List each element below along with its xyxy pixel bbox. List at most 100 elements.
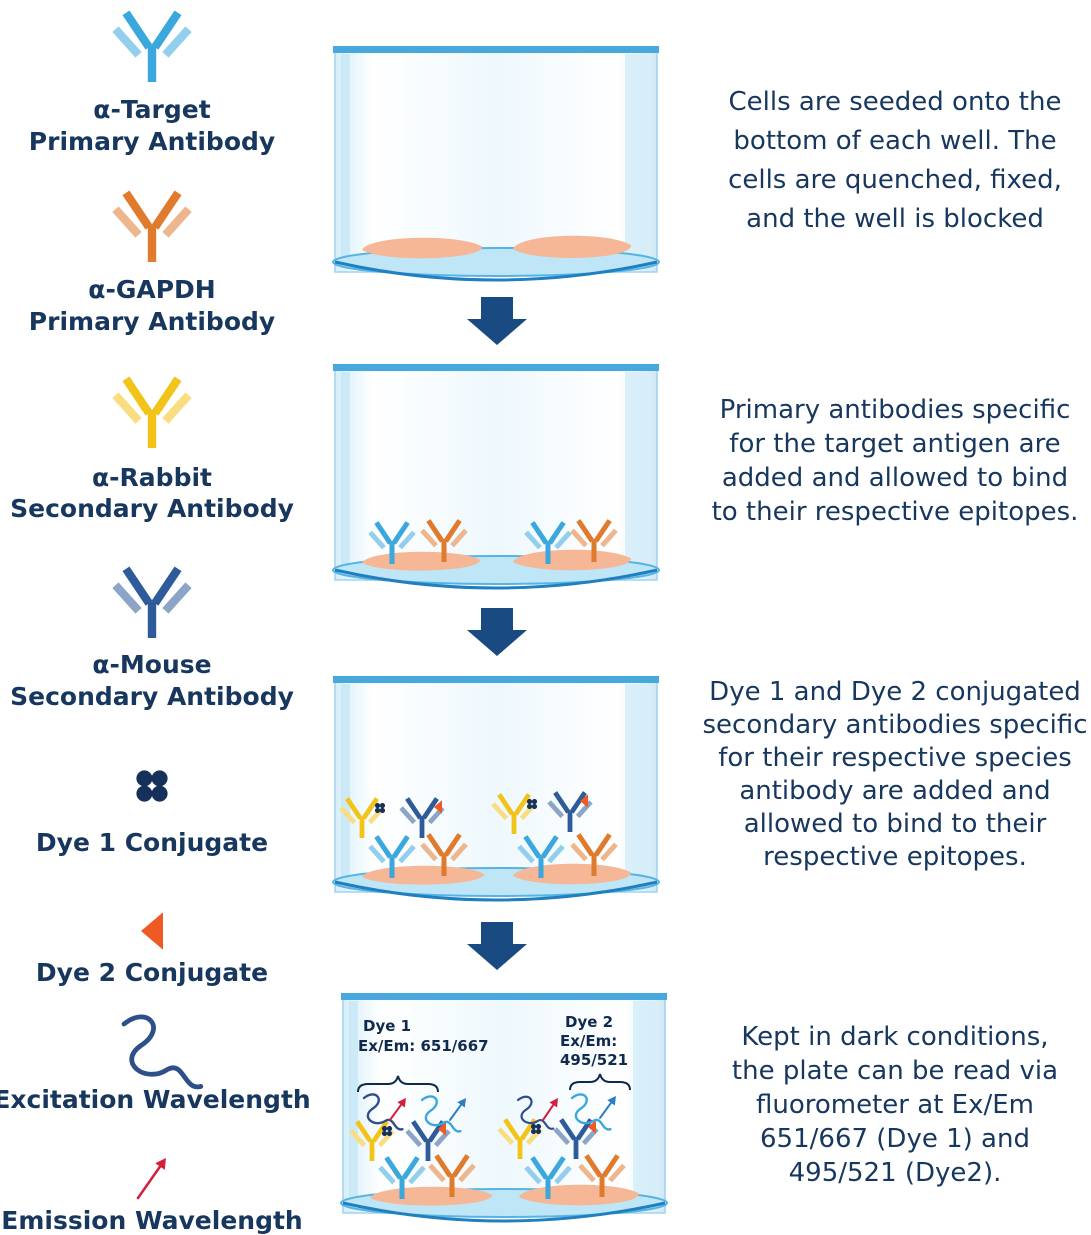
emission-arrow <box>449 1098 466 1121</box>
well-glass <box>334 49 658 273</box>
legend-rabbit-line1: α-Rabbit <box>92 463 212 492</box>
dye1-conjugate <box>381 1125 393 1137</box>
well-top-lip <box>333 364 659 371</box>
legend-dye2-label: Dye 2 Conjugate <box>36 958 268 987</box>
legend-item-gapdh: α-GAPDH Primary Antibody <box>29 190 275 336</box>
legend-mouse-line2: Secondary Antibody <box>10 682 294 711</box>
step-3-line-6: respective epitopes. <box>763 842 1027 872</box>
svg-text:Secondary Antibody: Secondary Antibody <box>10 494 294 523</box>
gapdh-antibody-bound <box>420 833 468 876</box>
svg-text:cells are quenched, fixed,: cells are quenched, fixed, <box>728 165 1062 195</box>
well-right-edge <box>625 684 647 886</box>
svg-text:495/521 (Dye2).: 495/521 (Dye2). <box>789 1158 1002 1188</box>
step-4-line-1: Kept in dark conditions, <box>741 1022 1048 1052</box>
target-antibody-bound <box>368 521 416 564</box>
svg-text:Primary Antibody: Primary Antibody <box>29 127 275 156</box>
gapdh-antibody-bound <box>570 833 618 876</box>
svg-text:α-Mouse: α-Mouse <box>92 650 211 679</box>
excitation-squiggle <box>362 1093 404 1131</box>
gapdh-antibody-bound <box>420 519 468 562</box>
flow-arrows <box>467 297 527 970</box>
antibody-dark-blue-icon <box>112 566 192 638</box>
svg-text:added and allowed to bind: added and allowed to bind <box>722 463 1068 493</box>
target-antibody-bound <box>517 835 565 878</box>
gapdh-antibody-bound <box>578 1154 626 1197</box>
emission-arrow <box>389 1098 406 1121</box>
step-3-line-5: allowed to bind to their <box>744 809 1047 839</box>
svg-text:antibody are added and: antibody are added and <box>739 776 1050 806</box>
legend-item-excitation: Excitation Wavelength <box>0 1014 311 1114</box>
step-3-line-2: secondary antibodies specific <box>702 710 1087 740</box>
svg-text:Dye 1: Dye 1 <box>363 1017 411 1035</box>
step-3-line-1: Dye 1 and Dye 2 conjugated <box>709 677 1081 707</box>
emission-arrow <box>542 1098 558 1121</box>
rabbit-antibody-shape <box>112 376 192 448</box>
step-4-text: Kept in dark conditions, the plate can b… <box>732 1022 1058 1188</box>
step-3-line-3: for their respective species <box>718 743 1072 773</box>
legend-emission-label: Emission Wavelength <box>1 1206 302 1235</box>
cell-left <box>362 237 483 259</box>
well-top-lip <box>341 993 667 1000</box>
step-1-line-1: Cells are seeded onto the <box>729 87 1062 117</box>
legend-gapdh-line1: α-GAPDH <box>88 275 215 304</box>
down-arrow-1 <box>467 297 527 345</box>
step-4-line-5: 495/521 (Dye2). <box>789 1158 1002 1188</box>
well-rim <box>334 568 658 590</box>
dye2-brace <box>569 1073 631 1091</box>
step-1-line-2: bottom of each well. The <box>733 126 1056 156</box>
well-step-1 <box>332 46 660 282</box>
legend-item-dye2: Dye 2 Conjugate <box>36 912 268 987</box>
well-dye2-title: Dye 2 <box>565 1013 613 1031</box>
svg-text:to their respective epitopes.: to their respective epitopes. <box>712 497 1079 527</box>
dye1-conjugate <box>374 802 386 814</box>
svg-text:bottom of each well. The: bottom of each well. The <box>733 126 1056 156</box>
cell-right <box>513 235 632 258</box>
rabbit-antibody-bound <box>339 797 385 838</box>
legend-item-target: α-Target Primary Antibody <box>29 10 275 156</box>
well-right-edge <box>625 54 647 266</box>
well-step-3 <box>332 676 660 902</box>
svg-text:Emission Wavelength: Emission Wavelength <box>1 1206 302 1235</box>
svg-text:Ex/Em:: Ex/Em: <box>560 1032 617 1050</box>
svg-text:Dye 1 Conjugate: Dye 1 Conjugate <box>36 828 268 857</box>
excitation-squiggle <box>516 1095 555 1130</box>
legend-item-dye1: Dye 1 Conjugate <box>36 770 268 857</box>
well-rim <box>342 1201 666 1223</box>
svg-text:Primary antibodies specific: Primary antibodies specific <box>720 395 1071 425</box>
step-4-line-2: the plate can be read via <box>732 1056 1058 1086</box>
target-antibody-bound <box>524 521 572 564</box>
well-left-edge <box>341 684 350 886</box>
svg-text:Excitation Wavelength: Excitation Wavelength <box>0 1085 311 1114</box>
well-top-lip <box>333 676 659 683</box>
target-antibody-bound <box>378 1156 426 1199</box>
dye1-conjugate <box>530 1123 542 1135</box>
well-left-edge <box>349 1001 358 1207</box>
step-2-line-4: to their respective epitopes. <box>712 497 1079 527</box>
emission-arrow <box>599 1096 616 1119</box>
svg-text:for the target antigen are: for the target antigen are <box>729 429 1060 459</box>
svg-text:α-Rabbit: α-Rabbit <box>92 463 212 492</box>
mouse-antibody-bound <box>399 797 445 838</box>
cell-right <box>513 549 632 571</box>
well-dye1-label: Dye 1 Ex/Em: 651/667 <box>358 1017 489 1055</box>
four-dots-icon <box>136 770 168 802</box>
step-3-line-4: antibody are added and <box>739 776 1050 806</box>
svg-text:Ex/Em: 651/667: Ex/Em: 651/667 <box>358 1037 489 1055</box>
red-arrow-icon <box>136 1158 166 1200</box>
svg-text:respective epitopes.: respective epitopes. <box>763 842 1027 872</box>
well-rim <box>334 260 658 282</box>
dye1-conjugate <box>526 798 538 810</box>
gapdh-antibody-bound <box>570 519 618 562</box>
svg-text:Dye 1 and Dye 2 conjugated: Dye 1 and Dye 2 conjugated <box>709 677 1081 707</box>
svg-text:495/521: 495/521 <box>560 1051 628 1069</box>
svg-text:α-GAPDH: α-GAPDH <box>88 275 215 304</box>
well-rim <box>334 880 658 902</box>
legend-mouse-line1: α-Mouse <box>92 650 211 679</box>
antibody-light-blue-icon <box>112 10 192 82</box>
excitation-squiggle <box>420 1095 462 1133</box>
legend-item-mouse: α-Mouse Secondary Antibody <box>10 566 294 711</box>
well-top-lip <box>333 46 659 53</box>
step-2-text: Primary antibodies specific for the targ… <box>712 395 1079 527</box>
well-dye1-exem: Ex/Em: 651/667 <box>358 1037 489 1055</box>
